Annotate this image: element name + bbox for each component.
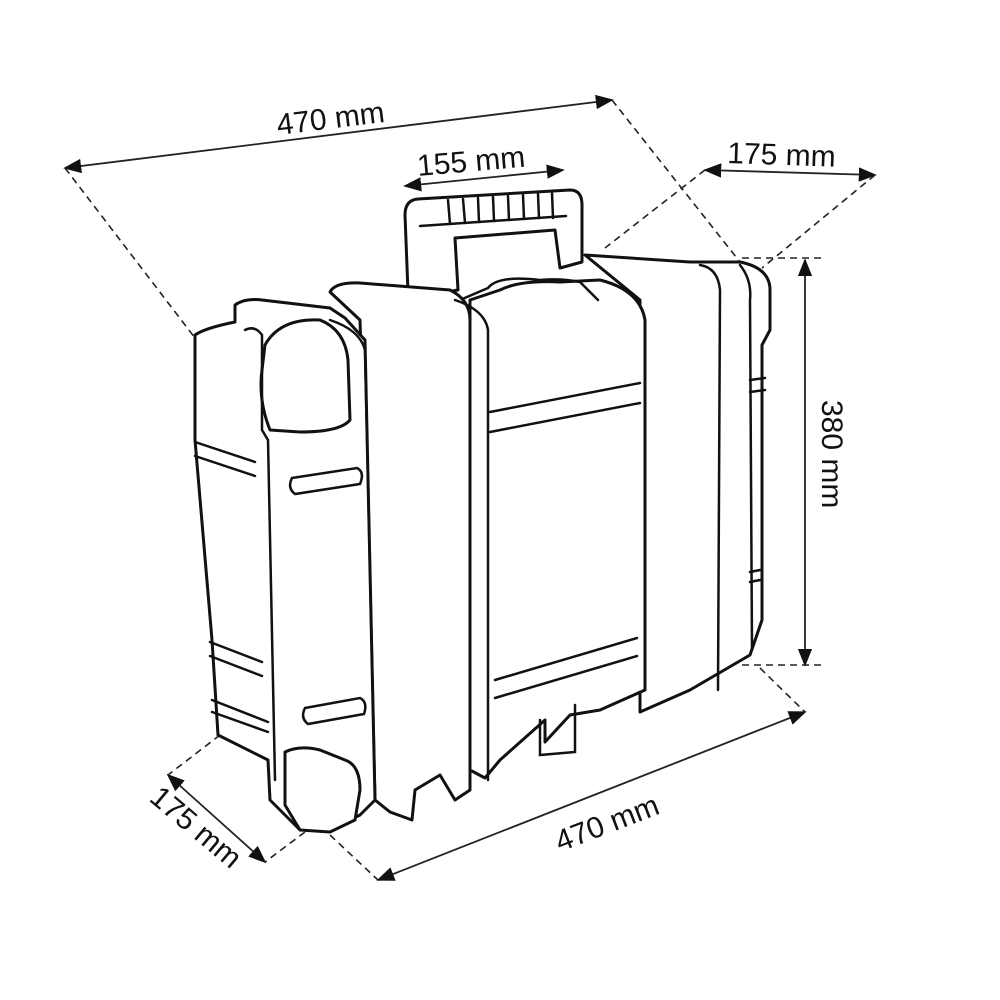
label-top-length: 470 mm — [275, 96, 387, 142]
left-bottom-cap — [283, 746, 362, 834]
left-strap-bottom — [301, 696, 367, 726]
dim-handle-line — [403, 164, 565, 192]
dim-depth-top-line — [703, 163, 877, 182]
left-strap-top — [288, 466, 364, 496]
top-latch — [458, 277, 600, 302]
dimension-lines — [63, 94, 877, 881]
label-height: 380 mm — [815, 400, 848, 508]
label-bottom-length: 470 mm — [551, 789, 664, 859]
dim-depth-bottom-line — [166, 773, 267, 864]
case-right-end — [583, 253, 772, 714]
label-depth-bottom: 175 mm — [144, 780, 248, 875]
label-depth-top: 175 mm — [727, 137, 836, 174]
dim-top-length-line — [63, 94, 614, 174]
front-foot — [538, 703, 577, 757]
dim-bottom-length-line — [376, 711, 807, 881]
left-corner-cap — [259, 318, 352, 434]
case-left-end — [193, 298, 377, 832]
case-illustration — [193, 188, 772, 834]
handle-grip-ribs — [446, 191, 555, 226]
label-handle-width: 155 mm — [416, 141, 527, 183]
case-front-panel — [468, 278, 647, 780]
